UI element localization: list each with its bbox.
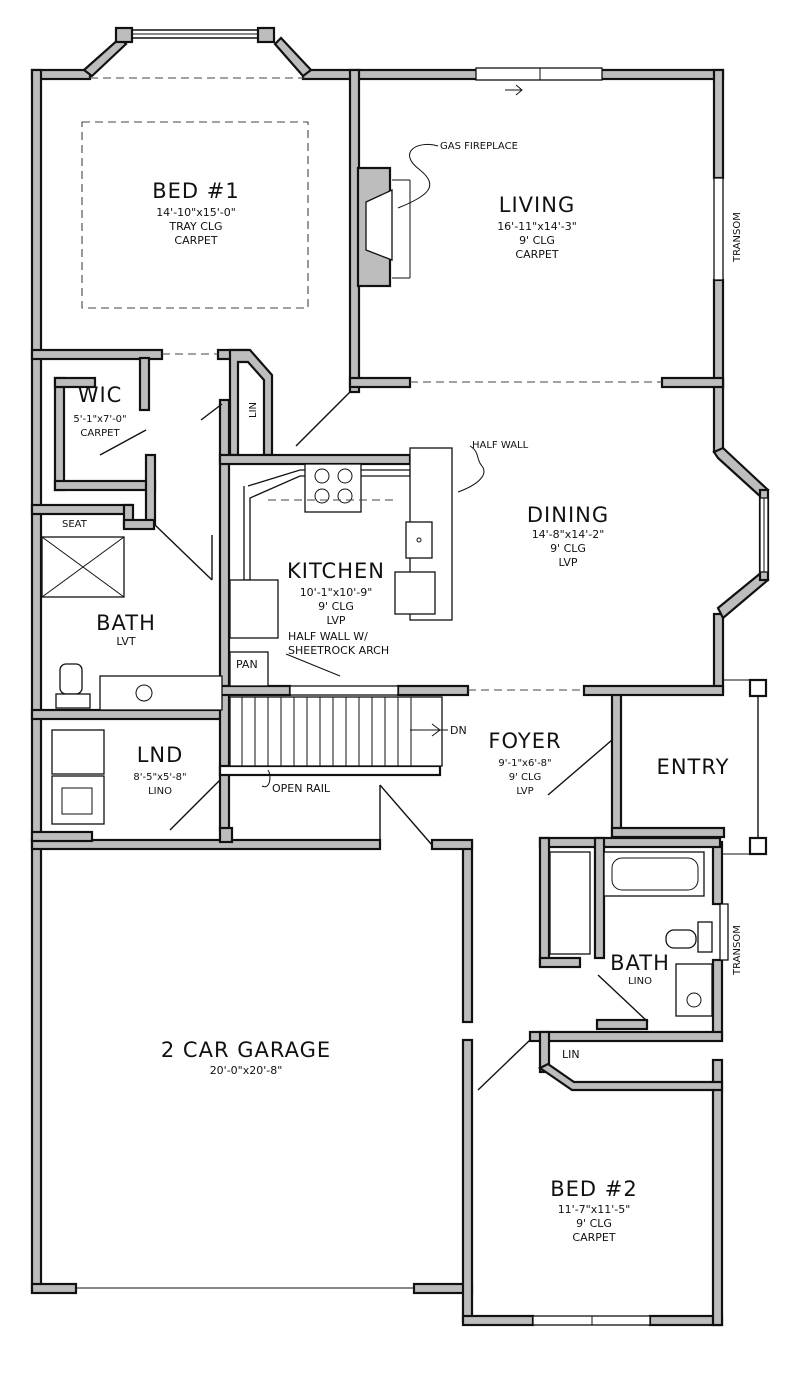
foyer-floor: LVP xyxy=(516,786,533,797)
tray-ceiling-outline xyxy=(81,121,309,309)
dining-name: DINING xyxy=(527,503,609,527)
lnd-floor: LINO xyxy=(148,786,172,797)
garage-name: 2 CAR GARAGE xyxy=(161,1038,331,1062)
bath2-fixtures xyxy=(549,851,729,1017)
bed1-floor: CARPET xyxy=(174,234,217,247)
foyer-name: FOYER xyxy=(488,729,561,753)
bed2-window xyxy=(76,1287,651,1326)
door-swings xyxy=(99,391,649,1091)
entry-name: ENTRY xyxy=(657,755,730,779)
bed1-ceiling: TRAY CLG xyxy=(168,220,222,233)
open-rail-label: OPEN RAIL xyxy=(272,782,331,795)
bed1-dims: 14'-10"x15'-0" xyxy=(156,206,236,219)
lin-bed2-label: LIN xyxy=(562,1048,580,1061)
pan-label: PAN xyxy=(236,658,258,671)
transom-living-label: TRANSOM xyxy=(732,212,743,263)
living-openings xyxy=(475,67,769,573)
bath1-fixtures xyxy=(41,536,223,711)
kitchen-dims: 10'-1"x10'-9" xyxy=(300,586,373,599)
transom-bath-label: TRANSOM xyxy=(732,925,743,976)
living-floor: CARPET xyxy=(515,248,558,261)
bed1-bay-window xyxy=(82,26,313,79)
living-name: LIVING xyxy=(499,193,575,217)
lin-bed1-label: LIN xyxy=(248,402,259,418)
dn-label: DN xyxy=(450,724,467,737)
leader-lines xyxy=(261,144,485,788)
laundry-fixtures xyxy=(51,729,105,825)
dining-dims: 14'-8"x14'-2" xyxy=(532,528,605,541)
kitchen-fixtures xyxy=(229,447,453,687)
wic-floor: CARPET xyxy=(80,428,120,439)
lnd-name: LND xyxy=(137,743,184,767)
bed2-name: BED #2 xyxy=(550,1177,637,1201)
bed2-floor: CARPET xyxy=(572,1231,615,1244)
bath1-floor: LVT xyxy=(116,635,135,648)
garage-dims: 20'-0"x20'-8" xyxy=(210,1064,283,1077)
bed2-dims: 11'-7"x11'-5" xyxy=(558,1203,631,1216)
living-dims: 16'-11"x14'-3" xyxy=(497,220,577,233)
kitchen-name: KITCHEN xyxy=(287,559,385,583)
half-wall-label: HALF WALL xyxy=(472,440,529,451)
seat-label: SEAT xyxy=(62,519,88,530)
wic-name: WIC xyxy=(78,383,123,407)
bed2-ceiling: 9' CLG xyxy=(576,1217,612,1230)
fireplace xyxy=(356,166,411,288)
foyer-ceiling: 9' CLG xyxy=(509,772,542,783)
wic-dims: 5'-1"x7'-0" xyxy=(73,414,126,425)
bath2-name: BATH xyxy=(610,951,670,975)
half-wall-arch-line1: HALF WALL W/ xyxy=(288,630,368,643)
stairs xyxy=(229,696,443,767)
dining-floor: LVP xyxy=(558,556,577,569)
dining-ceiling: 9' CLG xyxy=(550,542,586,555)
bath1-name: BATH xyxy=(96,611,156,635)
lnd-dims: 8'-5"x5'-8" xyxy=(133,772,186,783)
bath2-floor: LINO xyxy=(628,976,652,987)
kitchen-floor: LVP xyxy=(326,614,345,627)
kitchen-ceiling: 9' CLG xyxy=(318,600,354,613)
half-wall-arch-line2: SHEETROCK ARCH xyxy=(288,644,389,657)
bed1-name: BED #1 xyxy=(152,179,239,203)
living-ceiling: 9' CLG xyxy=(519,234,555,247)
gas-fireplace-label: GAS FIREPLACE xyxy=(440,141,518,152)
foyer-dims: 9'-1"x6'-8" xyxy=(498,758,551,769)
